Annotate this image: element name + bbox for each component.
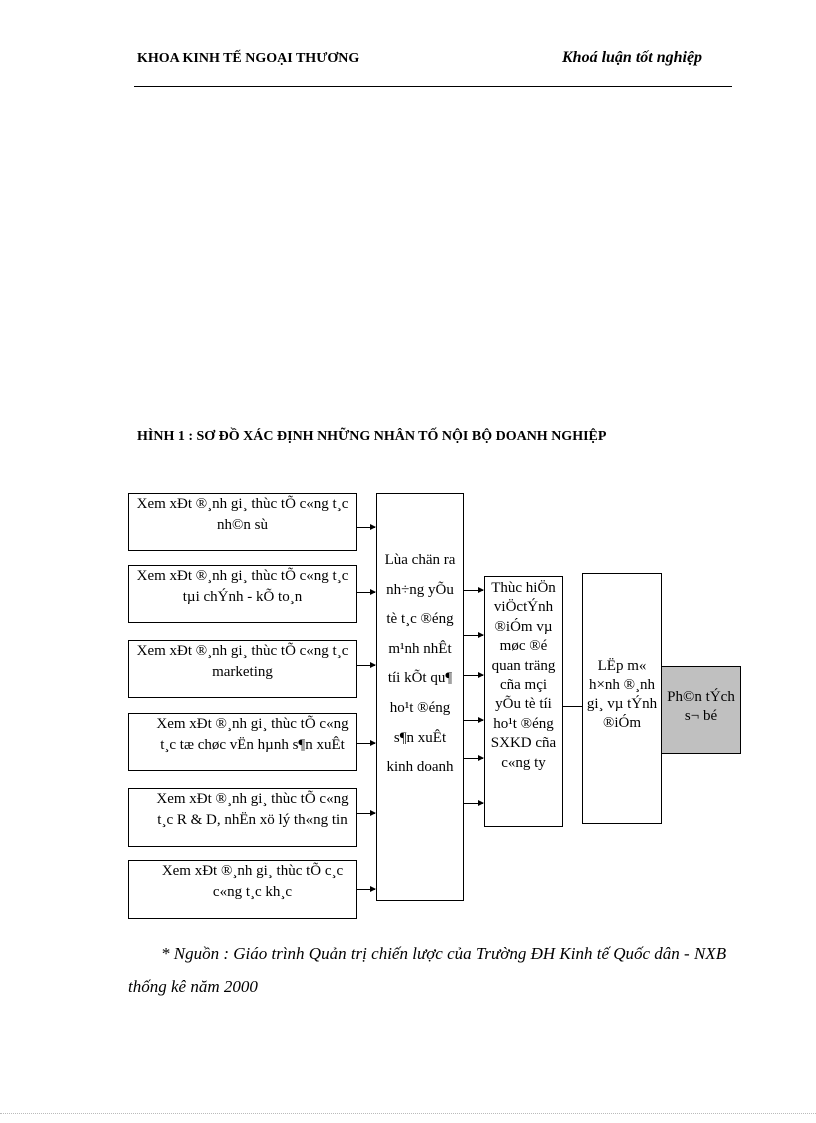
arrow bbox=[357, 740, 376, 746]
arrow bbox=[464, 717, 484, 723]
arrow bbox=[464, 755, 484, 761]
left-box-marketing: Xem xÐt ®¸nh gi¸ thùc tÕ c«ng t¸c market… bbox=[128, 640, 357, 698]
analysis-box: Ph©n tÝch s¬ bé bbox=[661, 666, 741, 754]
header-faculty: KHOA KINH TẾ NGOẠI THƯƠNG bbox=[137, 51, 360, 66]
left-box-other: Xem xÐt ®¸nh gi¸ thùc tÕ c¸c c«ng t¸c kh… bbox=[128, 860, 357, 919]
arrow bbox=[357, 589, 376, 595]
arrow bbox=[464, 632, 484, 638]
page-bottom-border bbox=[0, 1113, 816, 1114]
header-rule bbox=[134, 86, 732, 87]
left-box-hr: Xem xÐt ®¸nh gi¸ thùc tÕ c«ng t¸c nh©n s… bbox=[128, 493, 357, 551]
model-box: LËp m« h×nh ®¸nh gi¸ vµ tÝnh ®iÓm bbox=[582, 573, 662, 824]
left-box-production: Xem xÐt ®¸nh gi¸ thùc tÕ c«ng t¸c tæ chø… bbox=[128, 713, 357, 771]
arrow bbox=[357, 524, 376, 530]
select-factors-box: Lùa chän ra nh÷ng yÕu tè t¸c ®éng m¹nh n… bbox=[376, 493, 464, 901]
arrow bbox=[357, 662, 376, 668]
arrow bbox=[464, 800, 484, 806]
arrow bbox=[357, 810, 376, 816]
header-thesis-label: Khoá luận tốt nghiệp bbox=[562, 49, 703, 66]
left-box-finance: Xem xÐt ®¸nh gi¸ thùc tÕ c«ng t¸c tµi ch… bbox=[128, 565, 357, 623]
source-note: * Nguồn : Giáo trình Quản trị chiến lược… bbox=[128, 944, 727, 996]
arrow bbox=[357, 886, 376, 892]
weighting-box: Thùc hiÖn viÖctÝnh ®iÓm vµ møc ®é quan t… bbox=[484, 576, 563, 827]
arrow bbox=[464, 587, 484, 593]
figure-title: HÌNH 1 : SƠ ĐỒ XÁC ĐỊNH NHỮNG NHÂN TỐ NỘ… bbox=[137, 429, 607, 444]
arrow bbox=[464, 672, 484, 678]
left-box-rnd: Xem xÐt ®¸nh gi¸ thùc tÕ c«ng t¸c R & D,… bbox=[128, 788, 357, 847]
connector-line bbox=[563, 706, 582, 707]
